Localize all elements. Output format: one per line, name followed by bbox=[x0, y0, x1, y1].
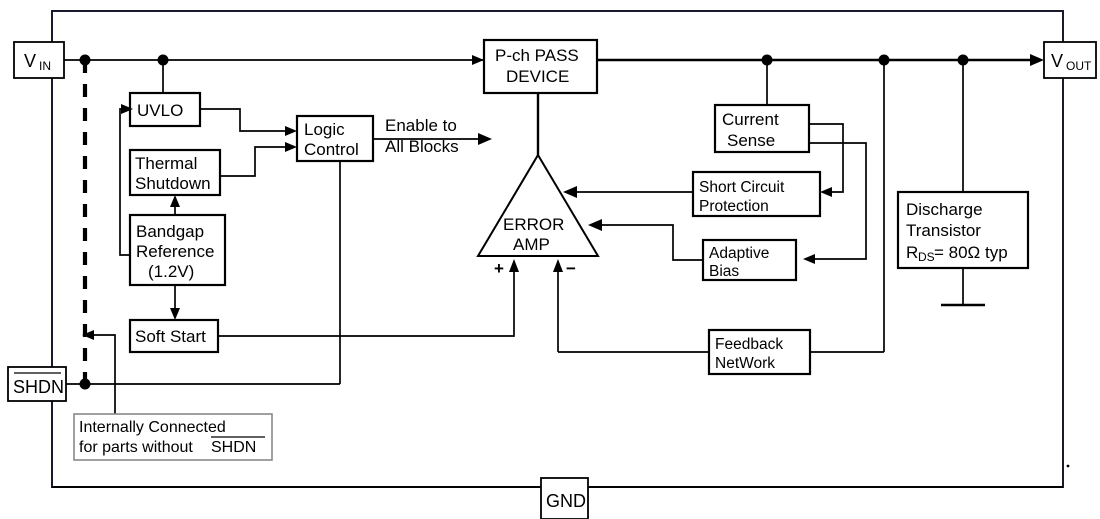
block-error-amp-line1: ERROR bbox=[503, 215, 564, 234]
block-pass-line2: DEVICE bbox=[506, 67, 569, 86]
block-discharge-line1: Discharge bbox=[906, 200, 983, 219]
block-short-circuit-line2: Protection bbox=[699, 198, 769, 215]
wire-adaptive-bias-to-erroramp bbox=[600, 224, 703, 261]
arrow-softstart-to-erroramp-plus bbox=[509, 259, 519, 272]
block-adaptive-bias-line1: Adaptive bbox=[709, 245, 769, 262]
stray-mark bbox=[1066, 464, 1070, 468]
pin-shdn-label: SHDN bbox=[13, 377, 64, 397]
arrow-current-sense-to-short-circuit bbox=[820, 187, 832, 197]
arrow-bandgap-to-softstart bbox=[170, 308, 180, 320]
wire-softstart-to-erroramp bbox=[218, 272, 515, 337]
pin-vout-box bbox=[1043, 41, 1097, 79]
arrow-bandgap-to-thermal bbox=[170, 195, 180, 207]
arrow-adaptive-bias-to-erroramp bbox=[588, 219, 602, 231]
note-line2-prefix: for parts without bbox=[79, 439, 193, 456]
arrow-rail-to-vout bbox=[1030, 54, 1044, 66]
block-current-sense bbox=[713, 103, 811, 154]
arrow-short-circuit-to-erroramp bbox=[563, 186, 577, 198]
label-enable-line1: Enable to bbox=[385, 116, 457, 135]
wire-note-to-dashed bbox=[92, 334, 116, 441]
block-bandgap-reference bbox=[128, 213, 227, 287]
pin-vin-label: V bbox=[24, 51, 36, 71]
block-discharge-line3-prefix: R bbox=[906, 243, 918, 262]
arrow-uvlo-to-logic bbox=[285, 126, 297, 136]
block-discharge-line2: Transistor bbox=[906, 221, 981, 240]
block-error-amp-line2: AMP bbox=[513, 235, 550, 254]
error-amp-minus-sign: − bbox=[566, 259, 576, 278]
block-adaptive-bias-line2: Bias bbox=[709, 263, 739, 280]
wire-current-sense-to-adaptive-bias bbox=[809, 142, 867, 260]
block-thermal-line2: Shutdown bbox=[135, 174, 211, 193]
block-discharge-line3-sub: DS bbox=[918, 250, 935, 264]
wire-thermal-to-logic bbox=[220, 146, 287, 177]
block-adaptive-bias bbox=[701, 238, 798, 282]
block-uvlo-label: UVLO bbox=[137, 101, 183, 120]
pin-gnd-box bbox=[540, 477, 589, 519]
block-current-sense-line1: Current bbox=[722, 110, 779, 129]
arrow-note-to-dashed bbox=[82, 330, 94, 340]
pin-gnd-label: GND bbox=[546, 491, 586, 511]
junction-shdn bbox=[79, 378, 91, 390]
wire-current-sense-to-short-circuit bbox=[809, 123, 844, 193]
block-feedback-line1: Feedback bbox=[715, 336, 783, 353]
block-soft-start-label: Soft Start bbox=[135, 327, 206, 346]
arrow-enable-all-blocks bbox=[478, 133, 492, 145]
pin-vout-label: V bbox=[1051, 51, 1063, 71]
arrow-bandgap-to-uvlo bbox=[121, 104, 133, 114]
block-logic-line2: Control bbox=[304, 140, 359, 159]
note-line1: Internally Connected bbox=[79, 419, 226, 436]
block-feedback-line2: NetWork bbox=[715, 355, 775, 372]
block-soft-start bbox=[128, 318, 220, 354]
error-amp-plus-sign: + bbox=[494, 259, 504, 278]
block-current-sense-line2: Sense bbox=[727, 131, 775, 150]
arrow-current-sense-to-adaptive-bias bbox=[803, 254, 815, 264]
pin-vout-sublabel: OUT bbox=[1066, 59, 1092, 73]
block-logic-line1: Logic bbox=[304, 120, 345, 139]
arrow-vin-to-pass bbox=[472, 55, 484, 65]
block-pass-line1: P-ch PASS bbox=[495, 46, 579, 65]
wire-uvlo-to-logic bbox=[200, 108, 287, 132]
pin-vin-box bbox=[13, 41, 65, 79]
block-thermal-line1: Thermal bbox=[135, 154, 197, 173]
block-discharge-line3-suffix: = 80Ω typ bbox=[934, 243, 1008, 262]
block-short-circuit-protection bbox=[691, 170, 822, 218]
block-error-amp bbox=[476, 153, 600, 257]
pin-vin-sublabel: IN bbox=[39, 59, 51, 73]
block-bandgap-line3: (1.2V) bbox=[148, 262, 194, 281]
block-pass-device bbox=[482, 38, 599, 95]
block-bandgap-line1: Bandgap bbox=[136, 222, 204, 241]
block-bandgap-line2: Reference bbox=[136, 242, 214, 261]
block-short-circuit-line1: Short Circuit bbox=[699, 179, 785, 196]
note-line2-shdn: SHDN bbox=[211, 439, 256, 456]
label-enable-line2: All Blocks bbox=[385, 137, 459, 156]
arrow-thermal-to-logic bbox=[285, 142, 297, 152]
arrow-feedback-to-erroramp-minus bbox=[553, 259, 563, 272]
